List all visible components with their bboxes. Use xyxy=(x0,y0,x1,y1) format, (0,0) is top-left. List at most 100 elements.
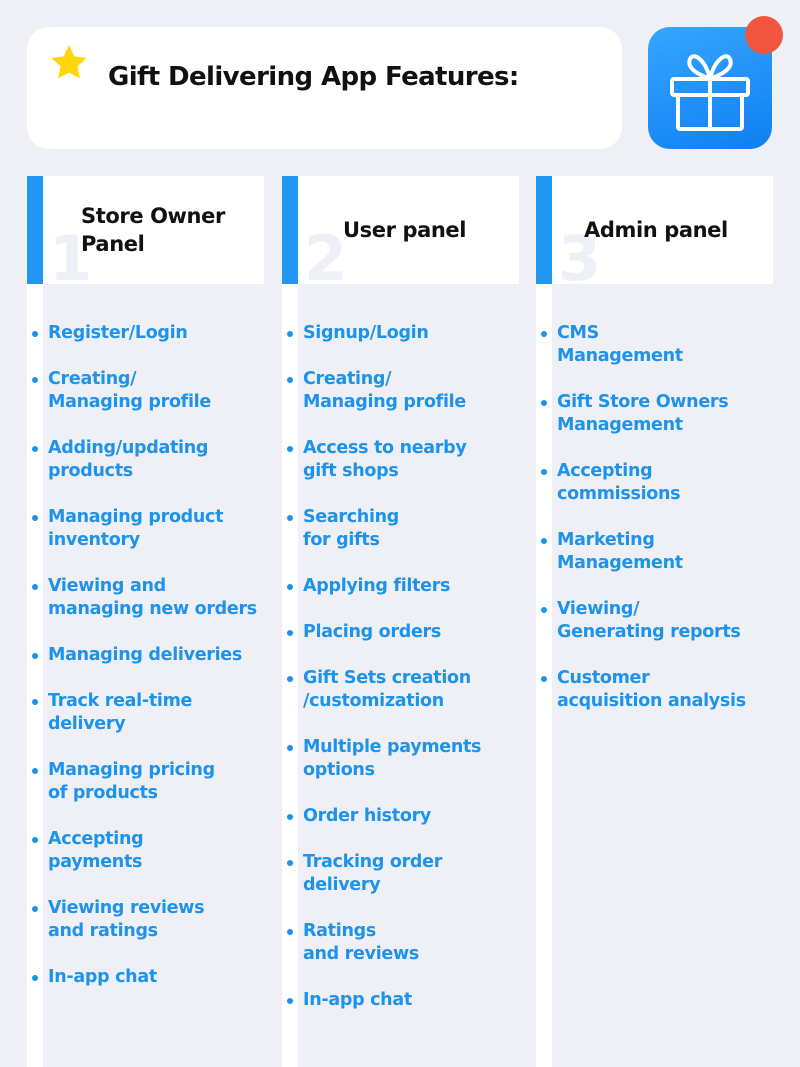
accent-band xyxy=(27,176,43,284)
feature-item: Creating/Managing profile xyxy=(285,368,481,414)
bullet-icon xyxy=(287,745,293,751)
column-number: 1 xyxy=(49,222,93,285)
feature-text: Accepting xyxy=(557,461,653,481)
feature-item: Placing orders xyxy=(285,621,481,644)
feature-text: and ratings xyxy=(48,921,158,941)
column-header: 1 Store Owner Panel xyxy=(27,176,264,284)
bullet-icon xyxy=(32,906,38,912)
feature-text: Searching xyxy=(303,507,400,527)
feature-text: Placing orders xyxy=(303,622,441,642)
feature-text: CMS xyxy=(557,323,599,343)
column-header: 2 User panel xyxy=(282,176,519,284)
bullet-icon xyxy=(32,377,38,383)
feature-text: inventory xyxy=(48,530,140,550)
column-number: 2 xyxy=(304,222,348,285)
bullet-icon xyxy=(287,814,293,820)
feature-text: Managing pricing xyxy=(48,760,215,780)
feature-text: of products xyxy=(48,783,158,803)
bullet-icon xyxy=(287,584,293,590)
feature-text: and reviews xyxy=(303,944,419,964)
feature-item: CMS Management xyxy=(539,322,746,368)
bullet-icon xyxy=(287,446,293,452)
feature-text: delivery xyxy=(303,875,381,895)
bullet-icon xyxy=(32,584,38,590)
column-title: User panel xyxy=(343,218,467,242)
feature-text: In-app chat xyxy=(48,967,157,987)
gift-icon xyxy=(670,54,750,131)
feature-item: Managing pricing of products xyxy=(30,759,257,805)
bullet-icon xyxy=(32,768,38,774)
accent-band xyxy=(536,176,552,284)
column-title: Store Owner Panel xyxy=(81,204,225,256)
bullet-icon xyxy=(287,929,293,935)
bullet-icon xyxy=(32,975,38,981)
feature-text: Viewing and xyxy=(48,576,166,596)
bullet-icon xyxy=(287,676,293,682)
feature-text: Generating reports xyxy=(557,622,741,642)
feature-text: gift shops xyxy=(303,461,399,481)
feature-text: In-app chat xyxy=(303,990,412,1010)
feature-text: Viewing/ xyxy=(557,599,640,619)
feature-item: Order history xyxy=(285,805,481,828)
feature-text: Management xyxy=(557,346,683,366)
feature-text: Order history xyxy=(303,806,432,826)
feature-text: /customization xyxy=(303,691,444,711)
column-header: 3 Admin panel xyxy=(536,176,773,284)
feature-text: for gifts xyxy=(303,530,380,550)
bullet-icon xyxy=(541,607,547,613)
bullet-icon xyxy=(541,331,547,337)
feature-item: Managing product inventory xyxy=(30,506,257,552)
star-icon xyxy=(51,45,87,79)
feature-item: Searching for gifts xyxy=(285,506,481,552)
feature-text: commissions xyxy=(557,484,681,504)
accent-band xyxy=(282,176,298,284)
feature-item: Access to nearby gift shops xyxy=(285,437,481,483)
feature-item: In-app chat xyxy=(30,966,257,989)
bullet-icon xyxy=(541,469,547,475)
bullet-icon xyxy=(32,446,38,452)
feature-text: Accepting xyxy=(48,829,144,849)
notification-dot xyxy=(745,16,783,54)
feature-text: payments xyxy=(48,852,143,872)
title-card xyxy=(27,27,622,149)
feature-text: Marketing xyxy=(557,530,655,550)
feature-text: Access to nearby xyxy=(303,438,467,458)
feature-text: Adding/updating xyxy=(48,438,209,458)
bullet-icon xyxy=(541,400,547,406)
bullet-icon xyxy=(32,837,38,843)
feature-text: Managing profile xyxy=(303,392,466,412)
bullet-icon xyxy=(287,860,293,866)
column-title: Admin panel xyxy=(584,218,728,242)
feature-item: In-app chat xyxy=(285,989,481,1012)
feature-item: Tracking order delivery xyxy=(285,851,481,897)
feature-text: Gift Store Owners xyxy=(557,392,729,412)
feature-text: Gift Sets creation xyxy=(303,668,471,688)
feature-text: Applying filters xyxy=(303,576,451,596)
feature-text: Creating/ xyxy=(48,369,137,389)
bullet-icon xyxy=(287,630,293,636)
bullet-icon xyxy=(541,538,547,544)
feature-text: Multiple payments xyxy=(303,737,482,757)
bullet-icon xyxy=(287,331,293,337)
feature-item: Gift Sets creation/customization xyxy=(285,667,481,713)
feature-item: Accepting commissions xyxy=(539,460,746,506)
feature-item: Managing deliveries xyxy=(30,644,257,667)
feature-text: Customer xyxy=(557,668,650,688)
bullet-icon xyxy=(287,998,293,1004)
feature-text: Track real-time xyxy=(48,691,193,711)
feature-text: Tracking order xyxy=(303,852,443,872)
feature-text: Managing product xyxy=(48,507,224,527)
